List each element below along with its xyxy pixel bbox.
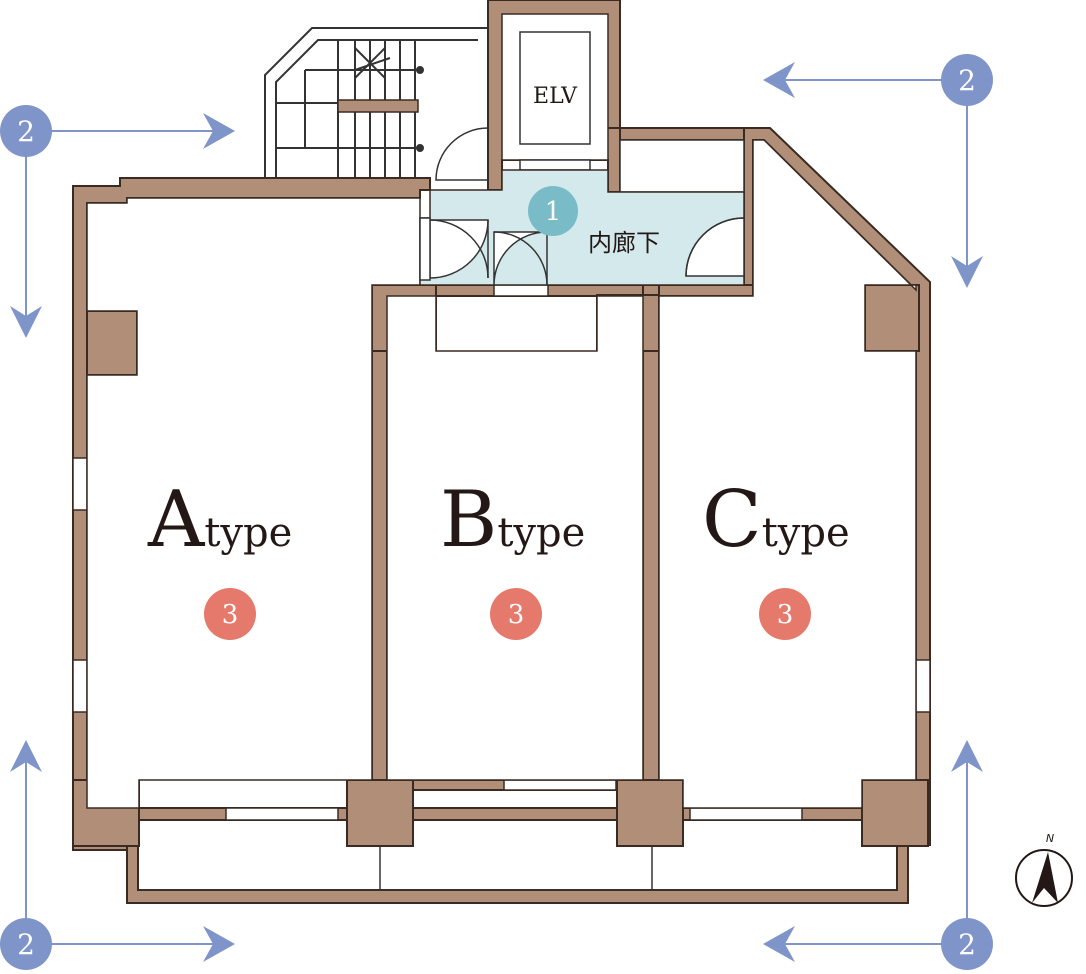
elevator <box>501 13 609 171</box>
balcony <box>138 846 897 891</box>
windows <box>72 284 931 821</box>
view-marker-top-right: 2 <box>941 54 993 106</box>
view-marker-bottom-left: 2 <box>0 918 52 970</box>
svg-text:Atype: Atype <box>147 475 292 565</box>
stair-door <box>435 127 489 181</box>
north-compass: N <box>1015 832 1073 907</box>
utility-room <box>619 139 745 193</box>
columns <box>72 284 929 847</box>
unit-marker-b-number: 3 <box>508 600 525 630</box>
unit-a-label: Atype <box>147 475 292 565</box>
compass-needle-icon <box>1032 852 1058 903</box>
unit-a-letter: A <box>147 475 206 565</box>
unit-rooms <box>86 139 917 809</box>
stair-landing <box>337 99 419 113</box>
unit-b-label: Btype <box>440 475 585 565</box>
unit-b-suffix: type <box>497 510 585 556</box>
corridor-door-arcs <box>429 217 745 286</box>
unit-a-suffix: type <box>204 510 292 556</box>
view-marker-top-right-number: 2 <box>958 64 976 97</box>
corridor-marker: 1 <box>528 186 578 236</box>
corridor-label: 内廊下 <box>588 229 660 257</box>
svg-text:Btype: Btype <box>440 475 585 565</box>
view-marker-bottom-right: 2 <box>941 918 993 970</box>
view-marker-top-left: 2 <box>0 105 52 157</box>
unit-c-label: Ctype <box>702 475 850 565</box>
unit-marker-c-number: 3 <box>777 600 794 630</box>
unit-c-letter: C <box>702 475 762 565</box>
unit-marker-a: 3 <box>204 588 256 640</box>
view-marker-top-left-number: 2 <box>17 115 35 148</box>
unit-b-letter: B <box>440 475 497 565</box>
unit-marker-b: 3 <box>490 588 542 640</box>
unit-marker-a-number: 3 <box>222 600 239 630</box>
staircase <box>264 27 489 178</box>
view-arrows <box>10 62 983 962</box>
svg-text:Ctype: Ctype <box>702 475 850 565</box>
corridor-marker-number: 1 <box>545 197 562 227</box>
view-marker-bottom-right-number: 2 <box>958 928 976 961</box>
unit-marker-c: 3 <box>759 588 811 640</box>
view-marker-bottom-left-number: 2 <box>17 928 35 961</box>
elevator-label: ELV <box>533 84 578 109</box>
compass-north-label: N <box>1046 832 1054 845</box>
unit-c-suffix: type <box>762 510 850 556</box>
corridor-door-frame-west <box>419 217 431 281</box>
